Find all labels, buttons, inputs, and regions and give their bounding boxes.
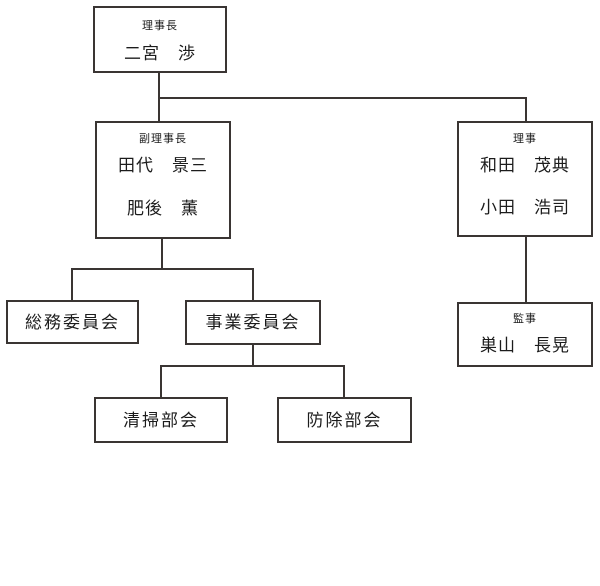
org-box-business-committee: 事業委員会 xyxy=(185,300,321,345)
role-label-director: 理事 xyxy=(513,133,537,145)
connector-general-affairs-drop xyxy=(71,268,73,300)
person-name-vice-chairman-2: 肥後 薫 xyxy=(127,199,199,218)
connector-pest-control-drop xyxy=(343,365,345,397)
person-name-auditor: 巣山 長晃 xyxy=(480,336,570,355)
connector-cleaning-drop xyxy=(160,365,162,397)
connector-business-down xyxy=(252,345,254,366)
org-box-chairman: 理事長 二宮 渉 xyxy=(93,6,227,73)
connector-business-drop xyxy=(252,268,254,300)
org-box-cleaning-subcommittee: 清掃部会 xyxy=(94,397,228,443)
org-box-general-affairs-committee: 総務委員会 xyxy=(6,300,139,344)
person-name-director-1: 和田 茂典 xyxy=(480,156,570,175)
unit-label-pest-control: 防除部会 xyxy=(306,410,383,430)
org-box-vice-chairman: 副理事長 田代 景三 肥後 薫 xyxy=(95,121,231,239)
role-label-chairman: 理事長 xyxy=(142,20,178,32)
org-box-pest-control-subcommittee: 防除部会 xyxy=(277,397,412,443)
unit-label-business: 事業委員会 xyxy=(205,313,301,332)
connector-director-auditor xyxy=(525,237,527,302)
connector-director-drop xyxy=(525,97,527,122)
role-label-auditor: 監事 xyxy=(513,313,537,325)
person-name-director-2: 小田 浩司 xyxy=(480,198,570,217)
person-name-vice-chairman-1: 田代 景三 xyxy=(118,156,208,175)
unit-label-cleaning: 清掃部会 xyxy=(123,410,199,430)
org-box-auditor: 監事 巣山 長晃 xyxy=(457,302,593,367)
unit-label-general-affairs: 総務委員会 xyxy=(25,312,120,332)
org-box-director: 理事 和田 茂典 小田 浩司 xyxy=(457,121,593,237)
connector-top-horizontal xyxy=(158,97,527,99)
person-name-chairman: 二宮 渉 xyxy=(124,44,196,63)
role-label-vice-chairman: 副理事長 xyxy=(139,133,187,145)
connector-committee-horizontal xyxy=(71,268,254,270)
connector-subcommittee-horizontal xyxy=(160,365,345,367)
connector-vice-chairman-down xyxy=(161,239,163,269)
